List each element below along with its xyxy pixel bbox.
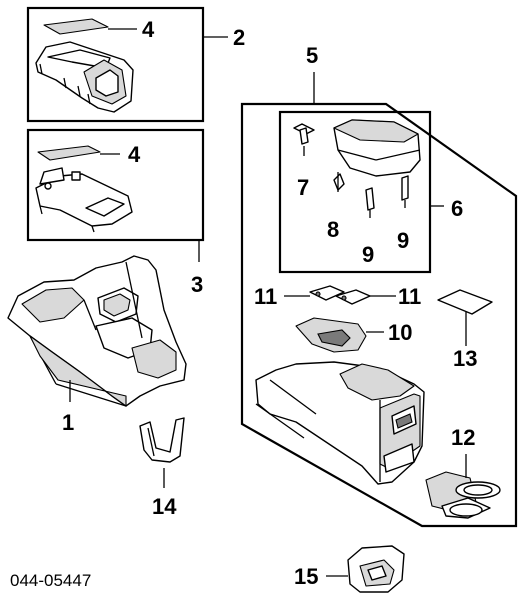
callout-7: 7: [297, 175, 309, 200]
clip-parts-11: [284, 285, 396, 305]
console-box-part-1: [7, 255, 187, 407]
assembly-box-2: [26, 6, 228, 123]
bracket-part-14: [139, 417, 185, 488]
assembly-outline-5: [240, 72, 518, 528]
callout-4-upper: 4: [142, 17, 155, 42]
callout-1: 1: [62, 410, 74, 435]
cup-holder-part-12: [425, 454, 501, 519]
console-body-lower: [255, 361, 425, 485]
callout-12: 12: [451, 425, 475, 450]
tray-part-10: [295, 317, 384, 353]
callout-13: 13: [453, 346, 477, 371]
callout-14: 14: [152, 494, 177, 519]
callout-11-left: 11: [254, 284, 277, 309]
shift-lever-bezel-upper: [35, 18, 137, 113]
figure-code: 044-05447: [10, 571, 91, 590]
callout-5: 5: [306, 43, 318, 68]
callout-2: 2: [233, 25, 245, 50]
pad-part-13: [437, 289, 493, 346]
callout-10: 10: [388, 320, 412, 345]
hinge-part-7: [293, 123, 315, 156]
armrest-lid: [333, 119, 421, 177]
callout-labels: 4 2 4 3 5 7 6 8 9 9 11 11 10 13 1 12 14 …: [10, 17, 477, 590]
pin-part-9b: [401, 175, 409, 208]
callout-15: 15: [294, 564, 318, 589]
callout-11-right: 11: [398, 284, 421, 309]
spring-part-8: [333, 172, 345, 192]
callout-6: 6: [451, 196, 463, 221]
shift-lever-bezel-lower: [35, 145, 133, 233]
assembly-box-3: [26, 128, 205, 262]
callout-4-lower: 4: [128, 142, 141, 167]
pin-part-9a: [365, 187, 375, 218]
callout-9-left: 9: [362, 242, 374, 267]
assembly-box-6: [278, 110, 444, 274]
bracket-part-15: [326, 545, 405, 593]
callout-9-right: 9: [397, 228, 409, 253]
callout-8: 8: [327, 217, 339, 242]
callout-3: 3: [191, 272, 203, 297]
